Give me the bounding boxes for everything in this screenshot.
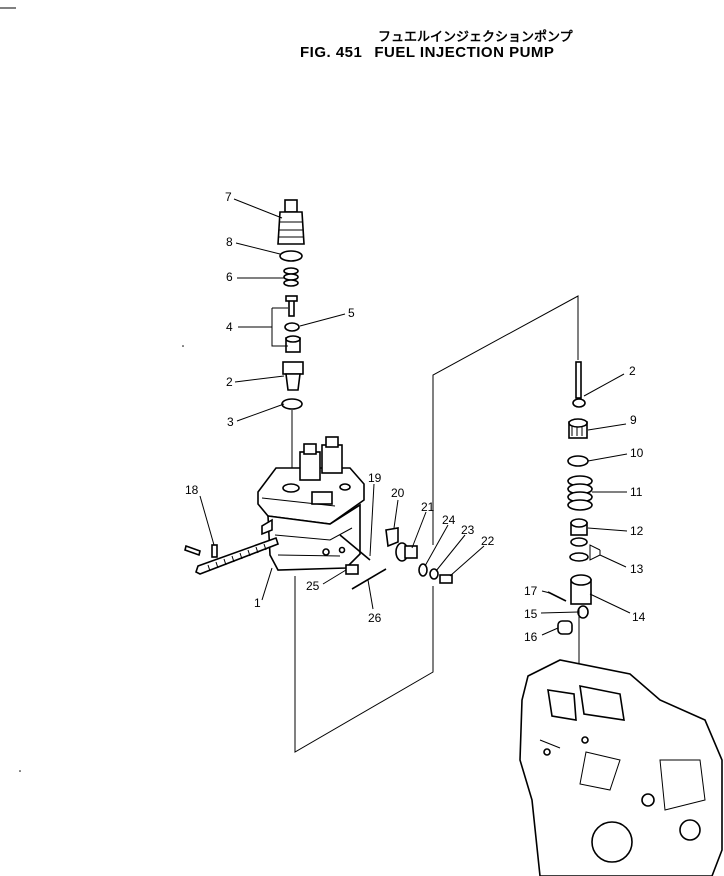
part-2-plunger <box>572 361 586 408</box>
leader-lines <box>199 198 631 636</box>
figure-title: FIG. 451 FUEL INJECTION PUMP <box>300 44 554 61</box>
callout-16: 16 <box>524 630 538 644</box>
callout-2-left: 2 <box>226 375 233 389</box>
callout-8: 8 <box>226 235 233 249</box>
callout-21: 21 <box>421 500 435 514</box>
callout-9: 9 <box>630 413 637 427</box>
callout-17: 17 <box>524 584 538 598</box>
part-18-control-rack <box>184 536 280 575</box>
assembly-outline-upper <box>432 295 579 380</box>
figure-name: FUEL INJECTION PUMP <box>374 44 555 61</box>
callout-23: 23 <box>461 523 475 537</box>
assembly-outline-lower <box>294 576 434 753</box>
part-21-fitting <box>395 542 418 562</box>
engine-housing <box>519 659 723 876</box>
part-24-washer <box>418 563 428 577</box>
part-13-shims <box>569 537 589 562</box>
part-17-pin <box>547 591 567 602</box>
part-26-rod <box>351 568 387 590</box>
part-25-plug <box>345 564 359 575</box>
callout-10: 10 <box>630 446 644 460</box>
part-8-o-ring <box>279 250 303 262</box>
callout-11: 11 <box>630 485 643 499</box>
part-11-plunger-spring <box>567 475 593 511</box>
part-4-delivery-valve <box>284 295 301 353</box>
part-1-pump-body <box>257 436 365 571</box>
part-10-washer <box>567 455 589 467</box>
callout-5: 5 <box>348 306 355 320</box>
callout-12: 12 <box>630 524 644 538</box>
stray-dot <box>19 770 21 772</box>
callout-2-right: 2 <box>629 364 636 378</box>
part-20-plate <box>385 527 399 548</box>
figure-number: FIG. 451 <box>300 44 363 61</box>
callout-22: 22 <box>481 534 495 548</box>
callout-24: 24 <box>442 513 456 527</box>
title-japanese: フュエルインジェクションポンプ <box>378 30 573 45</box>
callout-25: 25 <box>306 579 320 593</box>
callout-7: 7 <box>225 190 232 204</box>
part-12-spring-seat <box>570 518 588 536</box>
callout-19: 19 <box>368 471 382 485</box>
part-6-spring <box>283 267 299 287</box>
callout-26: 26 <box>368 611 382 625</box>
part-7-valve-holder <box>277 199 305 245</box>
callout-20: 20 <box>391 486 405 500</box>
stray-dot <box>182 345 184 347</box>
callout-4: 4 <box>226 320 233 334</box>
callout-labels: 7 8 6 4 5 2 3 18 1 19 20 21 24 23 22 25 … <box>185 190 646 644</box>
callout-14: 14 <box>632 610 646 624</box>
part-23-washer <box>429 568 439 580</box>
callout-1: 1 <box>254 596 261 610</box>
part-2-barrel <box>282 361 304 391</box>
callout-6: 6 <box>226 270 233 284</box>
part-19-pin <box>339 534 371 561</box>
part-9-control-sleeve <box>568 418 588 439</box>
part-14-tappet <box>570 574 592 605</box>
part-3-washer <box>281 398 303 410</box>
part-22-bolt <box>439 574 453 584</box>
callout-15: 15 <box>524 607 538 621</box>
callout-13: 13 <box>630 562 644 576</box>
callout-18: 18 <box>185 483 199 497</box>
callout-3: 3 <box>227 415 234 429</box>
part-16-roller-pin <box>557 620 573 635</box>
